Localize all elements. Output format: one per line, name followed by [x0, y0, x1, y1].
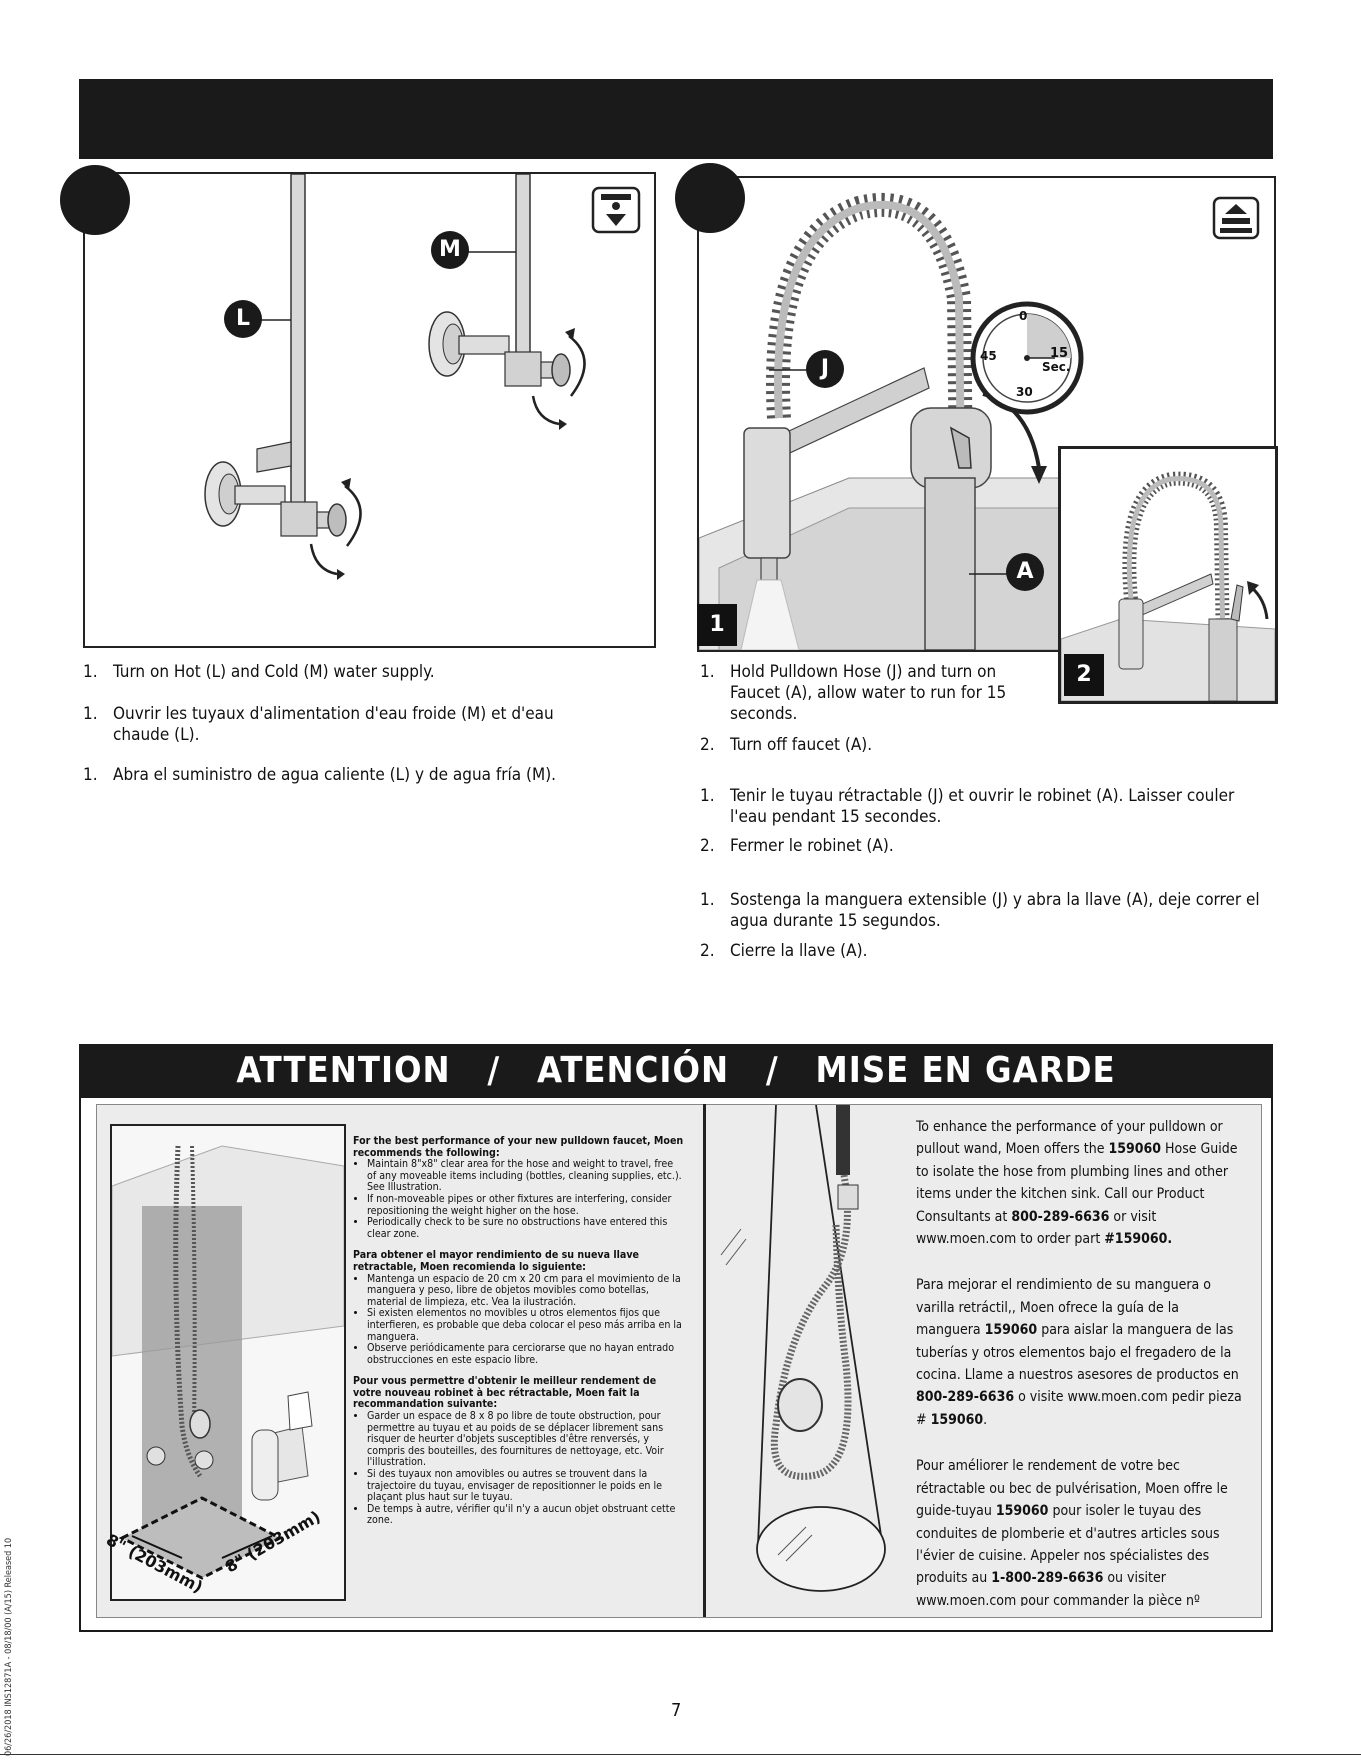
es-list: Mantenga un espacio de 20 cm x 20 cm par… — [353, 1273, 685, 1367]
hose-guide-drawing — [720, 1105, 886, 1592]
header-bar — [79, 79, 1273, 159]
hose-guide-es: Para mejorar el rendimiento de su mangue… — [916, 1277, 1242, 1428]
timer-label-45: 45 — [980, 349, 997, 363]
inset-step-1: 1 — [697, 604, 737, 646]
callout-hot-L: L — [224, 300, 262, 338]
timer-label-0: 0 — [1019, 309, 1028, 323]
timer-label-30: 30 — [1016, 385, 1033, 399]
en-heading: For the best performance of your new pul… — [353, 1136, 684, 1159]
page-number: 7 — [671, 1700, 682, 1721]
left-instructions: 1. Turn on Hot (L) and Cold (M) water su… — [83, 662, 557, 785]
en-list: Maintain 8"x8" clear area for the hose a… — [353, 1158, 685, 1240]
clearance-illustration — [110, 1124, 346, 1601]
callout-hose-J: J — [806, 350, 844, 388]
recommendations-text: For the best performance of your new pul… — [353, 1136, 685, 1598]
faucet-off-drawing — [1061, 471, 1275, 701]
fr-list: Garder un espace de 8 x 8 po libre de to… — [353, 1410, 685, 1527]
hose-guide-en: To enhance the performance of your pulld… — [916, 1119, 1238, 1248]
attention-divider — [703, 1104, 706, 1617]
hose-guide-text: To enhance the performance of your pulld… — [916, 1116, 1246, 1606]
bottom-rule — [0, 1754, 1361, 1755]
supply-valve-drawing — [204, 174, 641, 580]
attention-frame — [79, 1098, 1273, 1632]
timer-label-sec: Sec. — [1042, 360, 1071, 374]
es-heading: Para obtener el mayor rendimiento de su … — [353, 1249, 640, 1273]
step-circle-right — [675, 163, 745, 233]
right-instructions: 1. Hold Pulldown Hose (J) and turn on Fa… — [700, 662, 1260, 961]
inset-step-2: 2 — [1064, 654, 1104, 696]
attention-title: ATTENTION / ATENCIÓN / MISE EN GARDE — [79, 1044, 1273, 1098]
hose-guide-fr: Pour améliorer le rendement de votre bec… — [916, 1458, 1228, 1606]
clearance-drawing — [112, 1145, 344, 1580]
callout-cold-M: M — [431, 231, 469, 269]
timer-label-15: 15 — [1050, 346, 1069, 361]
edge-code: 06/26/2018 INS12871A - 08/18/00 (A/15) R… — [4, 1537, 14, 1756]
fr-heading: Pour vous permettre d'obtenir le meilleu… — [353, 1375, 657, 1411]
supply-valve-illustration — [83, 172, 656, 648]
step-circle-left — [60, 165, 130, 235]
callout-faucet-A: A — [1006, 553, 1044, 591]
hose-guide-illustration — [706, 1105, 906, 1615]
